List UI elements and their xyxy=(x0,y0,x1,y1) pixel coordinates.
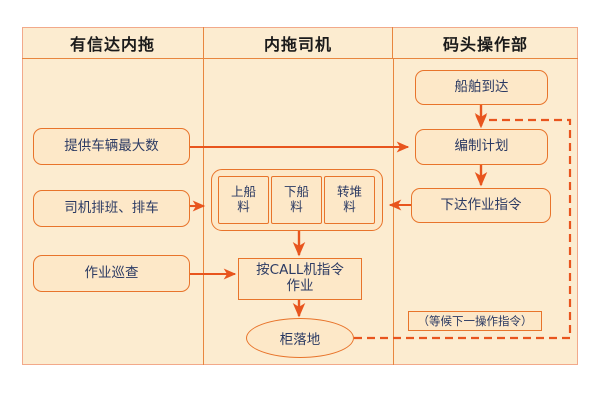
lane-divider-left xyxy=(203,59,204,365)
node-call-machine-work[interactable]: 按CALL机指令 作业 xyxy=(238,258,362,300)
node-operation-patrol[interactable]: 作业巡查 xyxy=(33,255,190,292)
node-call-machine-work-line2: 作业 xyxy=(286,278,314,294)
lane-header-wharf: 码头操作部 xyxy=(442,34,528,54)
node-transfer-material-line1: 转堆 xyxy=(336,184,362,200)
lane-divider-right xyxy=(393,59,394,365)
node-container-landed[interactable]: 柜落地 xyxy=(246,318,354,358)
node-load-material-line2: 料 xyxy=(237,199,250,214)
node-call-machine-work-line1: 按CALL机指令 xyxy=(256,262,344,279)
node-driver-schedule[interactable]: 司机排班、排车 xyxy=(33,190,190,227)
node-load-material-line1: 上船 xyxy=(230,184,256,200)
node-make-plan[interactable]: 编制计划 xyxy=(415,129,548,165)
node-issue-work-order[interactable]: 下达作业指令 xyxy=(411,188,551,223)
lane-header-youxinda: 有信达内拖 xyxy=(69,34,155,54)
node-ship-arrival[interactable]: 船舶到达 xyxy=(415,70,548,105)
note-wait-next-command: （等候下一操作指令） xyxy=(408,311,542,331)
lane-header-driver: 内拖司机 xyxy=(203,27,393,58)
node-transfer-material-line2: 料 xyxy=(343,199,356,214)
node-transfer-material[interactable]: 转堆 料 xyxy=(324,176,375,224)
node-load-material[interactable]: 上船 料 xyxy=(218,176,269,224)
swimlane-header-row: 有信达内拖 内拖司机 码头操作部 xyxy=(22,27,578,59)
node-unload-material-line2: 料 xyxy=(290,199,303,214)
node-provide-max-vehicles[interactable]: 提供车辆最大数 xyxy=(33,128,190,165)
node-unload-material[interactable]: 下船 料 xyxy=(271,176,322,224)
node-unload-material-line1: 下船 xyxy=(283,184,309,200)
